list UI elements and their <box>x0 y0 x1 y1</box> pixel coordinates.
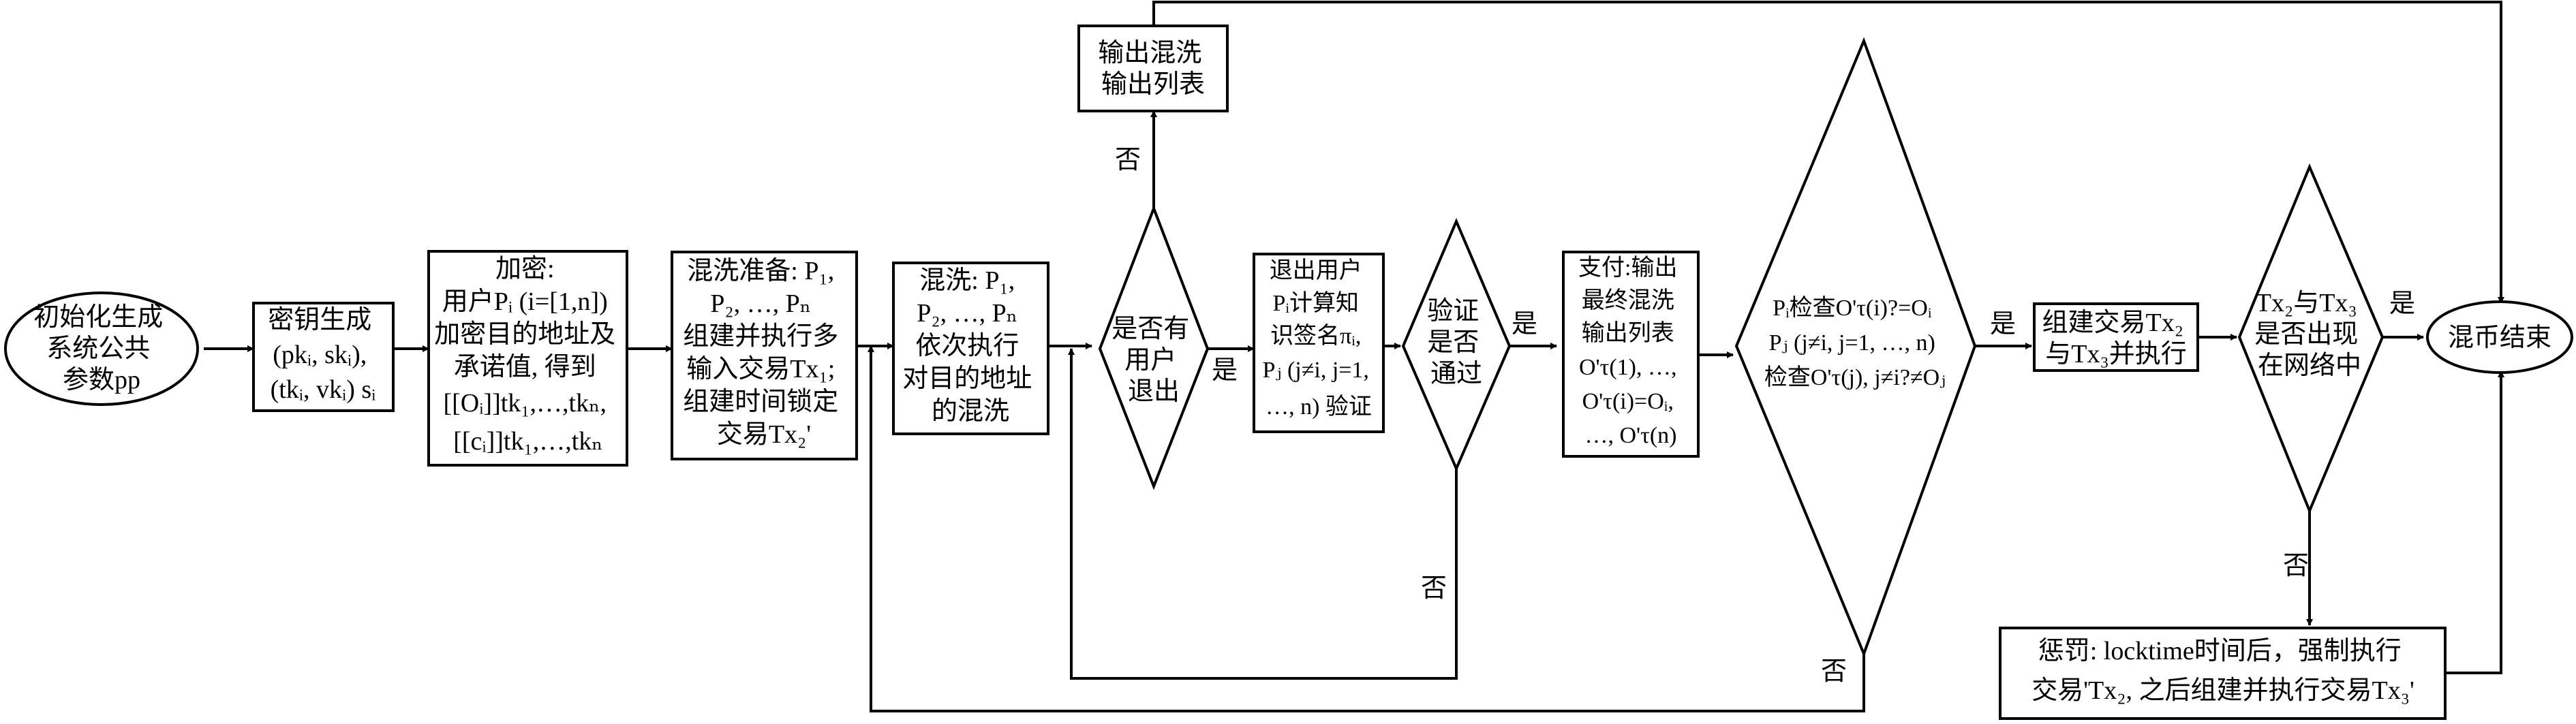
start-line-3: 参数pp <box>63 366 140 394</box>
svg-text:混洗: P₁, P₂, …, Pₙ: 混洗: P₁, P₂, …, Pₙ 依次执行 对目的地址 的混洗 <box>902 266 1039 426</box>
exit-q-line-3: 退出 <box>1128 377 1180 406</box>
verify-q-line-3: 通过 <box>1430 360 1482 388</box>
output-list-line-2: 输出列表 <box>1101 70 1205 99</box>
svg-text:是否有 用户 退出: 是否有 用户 退出 <box>1111 315 1196 406</box>
output-list-line-1: 输出混洗 <box>1098 39 1201 67</box>
verify-decision <box>1401 217 1512 473</box>
keygen-line-1: 密钥生成 <box>268 306 371 334</box>
prepare-line-3: 组建并执行多 <box>683 322 838 351</box>
edge-label-exit-yes: 是 <box>1212 356 1238 385</box>
edge-label-verify-yes: 是 <box>1512 310 1537 339</box>
exit-user-box <box>1253 253 1385 433</box>
start-line-1: 初始化生成 <box>33 303 163 332</box>
pay-line-2: 最终混洗 <box>1582 287 1674 313</box>
edge-label-check-no: 否 <box>1821 657 1847 686</box>
svg-text:支付:输出 最终混洗 输出列表: 支付:输出 最终混洗 输出列表 O'τ(1), …, O'τ(i)=Oᵢ, …,… <box>1578 255 1683 448</box>
svg-text:退出用户 Pᵢ计算知 识签名πᵢ,: 退出用户 Pᵢ计算知 识签名πᵢ, Pⱼ (j≠i, j=1, …, n) 验证 <box>1263 257 1375 420</box>
end-label: 混币结束 <box>2448 324 2551 352</box>
svg-text:加密: 用户Pᵢ (i=[1,n]): 加密: 用户Pᵢ (i=[1,n]) 加密目的地址及 承诺值, 得到 [[Oᵢ]… <box>434 255 622 456</box>
svg-text:惩罚: locktime时间后，强制执行 交易': 惩罚: locktime时间后，强制执行 交易'Tx₂, 之后组建并执行交易Tx… <box>2031 637 2414 705</box>
shuffle-line-5: 的混洗 <box>932 397 1009 426</box>
check-q-line-2: Pⱼ (j≠i, j=1, …, n) <box>1769 330 1935 356</box>
encrypt-line-1: 加密: <box>495 255 555 283</box>
shuffle-line-3: 依次执行 <box>915 332 1019 360</box>
verify-q-line-2: 是否 <box>1427 328 1479 357</box>
exit-user-line-5: …, n) 验证 <box>1266 394 1372 420</box>
encrypt-box <box>427 250 628 467</box>
check-decision <box>1734 37 1977 658</box>
edge-labels: 否 是 是 否 是 否 是 否 <box>1115 146 2415 686</box>
edge-label-check-yes: 是 <box>1990 310 2016 339</box>
svg-text:初始化生成 系统公共 参数pp: 初始化生成 系统公共 参数pp <box>33 303 170 394</box>
output-list-box <box>1077 25 1229 112</box>
build-tx-box <box>2033 302 2199 372</box>
edge-label-tx-yes: 是 <box>2389 289 2415 318</box>
svg-text:输出混洗 输出列表: 输出混洗 输出列表 <box>1098 39 1208 99</box>
prepare-line-1: 混洗准备: P₁, <box>687 257 834 285</box>
check-q-line-3: 检查O'τ(j), j≠i?≠Oⱼ <box>1764 364 1946 390</box>
build-tx-line-2: 与Tx₃并执行 <box>2045 340 2186 368</box>
pay-line-5: O'τ(i)=Oᵢ, <box>1582 389 1674 414</box>
prepare-line-6: 交易Tx₂' <box>717 420 811 449</box>
tx-decision <box>2237 163 2385 515</box>
edge-label-tx-no: 否 <box>2283 552 2309 580</box>
svg-text:Pᵢ检查O'τ(i)?=Oᵢ Pⱼ (j≠i,: Pᵢ检查O'τ(i)?=Oᵢ Pⱼ (j≠i, j=1, …, n) 检查O'τ… <box>1764 295 1946 390</box>
prepare-box <box>671 251 858 460</box>
exit-q-line-1: 是否有 <box>1111 315 1189 343</box>
svg-text:验证 是否 通过: 验证 是否 通过 <box>1427 297 1486 388</box>
start-line-2: 系统公共 <box>46 334 150 363</box>
node-labels: 初始化生成 系统公共 参数pp 密钥生成 (pkᵢ, skᵢ), (tkᵢ, v… <box>33 39 2551 705</box>
exit-user-line-4: Pⱼ (j≠i, j=1, <box>1263 358 1369 383</box>
shuffle-box <box>892 262 1049 435</box>
start-node <box>4 292 199 406</box>
shuffle-line-2: P₂, …, Pₙ <box>917 299 1017 328</box>
prepare-line-5: 组建时间锁定 <box>683 388 838 416</box>
encrypt-line-6: [[cᵢ]]tk₁,…,tkₙ <box>453 427 603 456</box>
edge-label-verify-no: 否 <box>1421 574 1447 603</box>
exit-user-line-1: 退出用户 <box>1270 257 1362 283</box>
encrypt-line-5: [[Oᵢ]]tk₁,…,tkₙ, <box>443 389 607 418</box>
svg-text:混币结束: 混币结束 <box>2448 324 2551 352</box>
exit-user-line-2: Pᵢ计算知 <box>1273 290 1359 316</box>
exit-q-line-2: 用户 <box>1124 346 1176 375</box>
prepare-line-2: P₂, …, Pₙ <box>710 289 811 318</box>
pay-line-6: …, O'τ(n) <box>1585 423 1677 448</box>
pay-line-4: O'τ(1), …, <box>1579 355 1677 380</box>
build-tx-line-1: 组建交易Tx₂ <box>2042 309 2183 337</box>
edges <box>204 1 2504 712</box>
encrypt-line-4: 承诺值, 得到 <box>454 353 596 381</box>
tx-q-line-2: 是否出现 <box>2254 320 2358 349</box>
shuffle-line-1: 混洗: P₁, <box>919 266 1015 295</box>
shuffle-line-4: 对目的地址 <box>902 364 1032 393</box>
svg-text:密钥生成 (pkᵢ, skᵢ), (: 密钥生成 (pkᵢ, skᵢ), (tkᵢ, vkᵢ) sᵢ <box>268 306 378 404</box>
penalty-line-1: 惩罚: locktime时间后，强制执行 <box>2038 637 2402 665</box>
pay-line-1: 支付:输出 <box>1578 255 1677 281</box>
svg-text:混洗准备: P₁, P₂, …, Pₙ: 混洗准备: P₁, P₂, …, Pₙ 组建并执行多 输入交易Tx₁; 组建时间… <box>683 257 845 449</box>
prepare-line-4: 输入交易Tx₁; <box>686 355 835 383</box>
tx-q-line-3: 在网络中 <box>2258 351 2361 380</box>
svg-text:Tx₂与Tx₃ 是否出现 在网络中: Tx₂与Tx₃ 是否出现 在网络中 <box>2254 289 2365 380</box>
verify-q-line-1: 验证 <box>1427 297 1479 326</box>
keygen-line-2: (pkᵢ, skᵢ), <box>273 341 367 369</box>
exit-decision <box>1098 204 1210 490</box>
keygen-box <box>252 302 395 412</box>
keygen-line-3: (tkᵢ, vkᵢ) sᵢ <box>271 375 376 404</box>
svg-text:组建交易Tx₂ 与Tx₃并执行: 组建交易Tx₂ 与Tx₃并执行 <box>2042 309 2190 368</box>
pay-line-3: 输出列表 <box>1582 320 1674 346</box>
check-q-line-1: Pᵢ检查O'τ(i)?=Oᵢ <box>1773 295 1932 321</box>
tx-q-line-1: Tx₂与Tx₃ <box>2256 289 2357 317</box>
penalty-box <box>1999 627 2447 720</box>
edge-label-exit-no: 否 <box>1115 146 1141 174</box>
encrypt-line-3: 加密目的地址及 <box>434 320 615 349</box>
shapes <box>4 25 2573 720</box>
exit-user-line-3: 识签名πᵢ, <box>1270 323 1361 349</box>
encrypt-line-2: 用户Pᵢ (i=[1,n]) <box>442 287 608 316</box>
penalty-line-2: 交易'Tx₂, 之后组建并执行交易Tx₃' <box>2031 676 2414 705</box>
end-node <box>2426 300 2573 374</box>
pay-box <box>1562 251 1700 458</box>
